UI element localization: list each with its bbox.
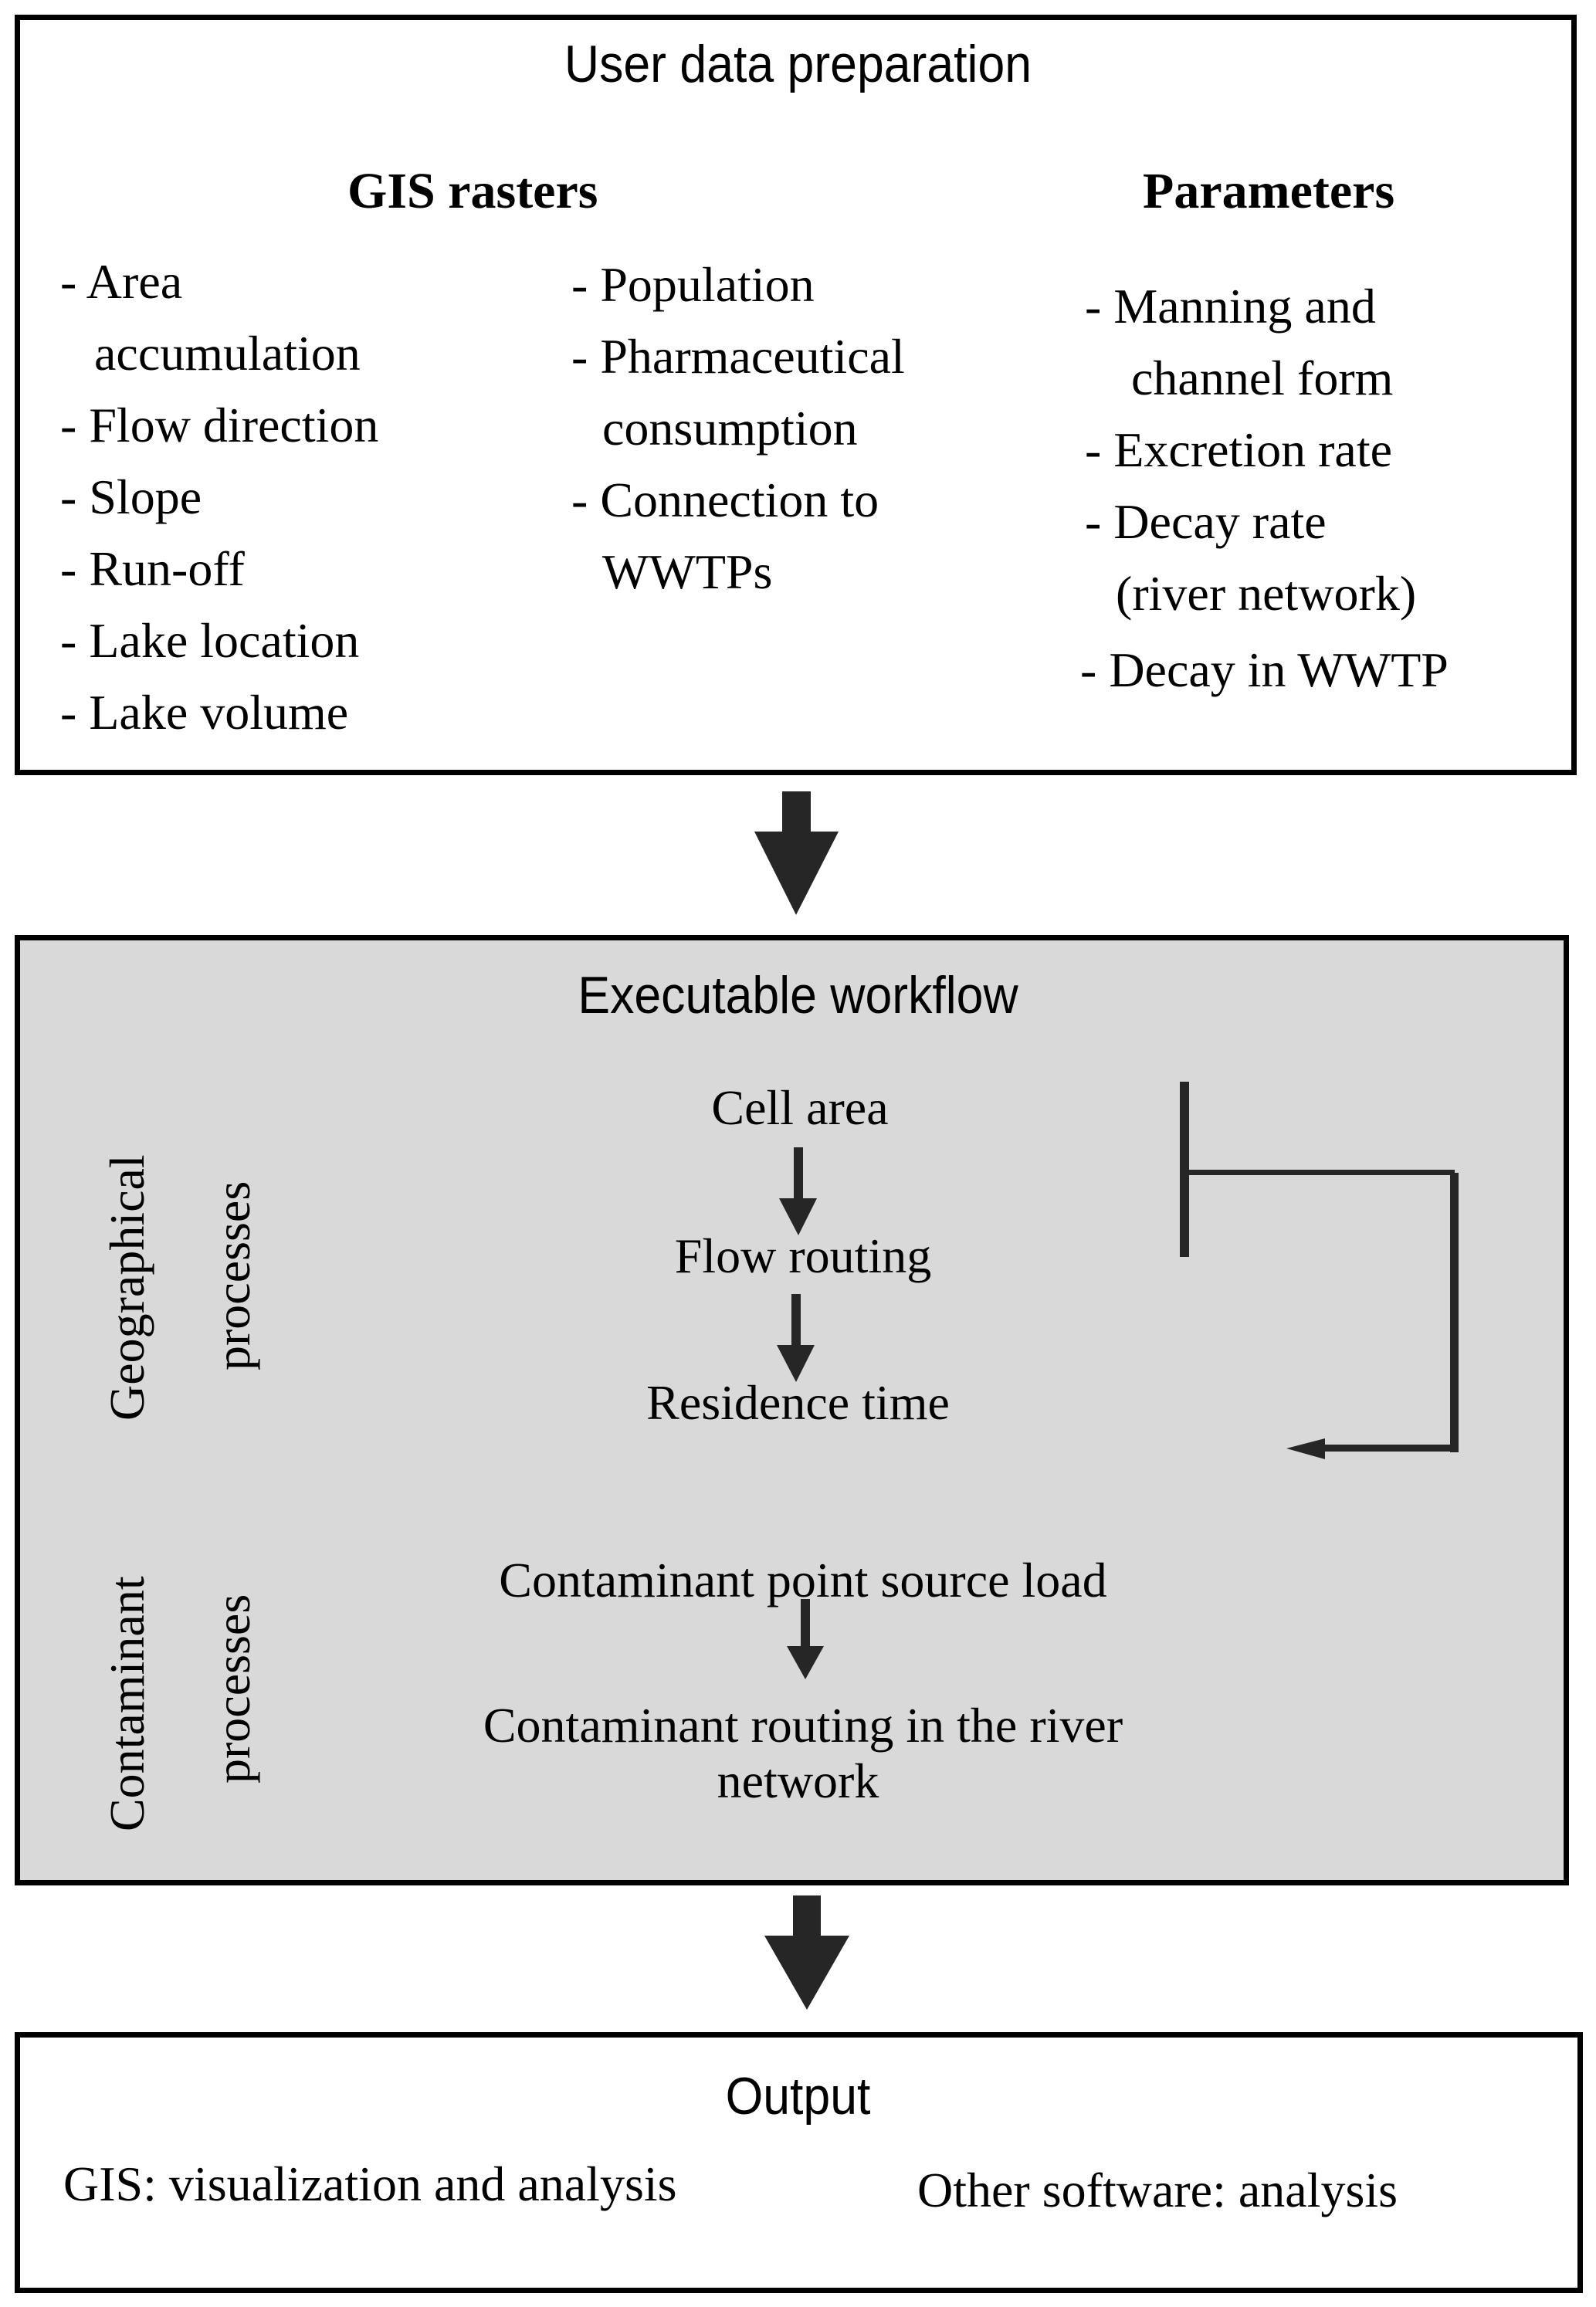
arrow-point-source-to-routing (787, 1599, 824, 1679)
arrow-flow-routing-to-residence-time (777, 1294, 815, 1382)
parameter-item: - Excretion rate (1085, 422, 1392, 477)
output-title: Output (725, 2067, 871, 2126)
step-residence-time: Residence time (646, 1375, 950, 1430)
gis-rasters-list-col1: - Area accumulation - Flow direction - S… (60, 246, 378, 748)
output-gis-item: GIS: visualization and analysis (63, 2156, 677, 2211)
parameters-list: - Manning and channel form - Excretion r… (1080, 270, 1449, 706)
arrow-input-to-workflow (754, 791, 839, 915)
parameter-item: (river network) (1116, 566, 1417, 621)
user-data-preparation-box (15, 15, 1577, 775)
gis-raster-item: - Run-off (60, 541, 245, 596)
parameter-item: - Decay in WWTP (1080, 642, 1449, 697)
gis-raster-item: - Pharmaceutical (571, 329, 905, 384)
gis-rasters-heading: GIS rasters (347, 163, 598, 219)
user-data-preparation-title: User data preparation (564, 35, 1032, 93)
step-contaminant-routing-line2: network (717, 1753, 879, 1808)
executable-workflow-box (15, 935, 1569, 1885)
gis-raster-item: - Flow direction (60, 398, 379, 452)
gis-raster-item: consumption (602, 401, 858, 456)
step-cell-area: Cell area (711, 1080, 889, 1135)
gis-raster-item: - Slope (60, 469, 202, 524)
arrow-cell-area-to-flow-routing (779, 1147, 817, 1235)
step-contaminant-routing: Contaminant routing in the river (483, 1698, 1123, 1753)
output-other-software-item: Other software: analysis (917, 2163, 1398, 2217)
gis-raster-item: - Connection to (571, 473, 879, 527)
gis-raster-item: - Lake location (60, 613, 360, 668)
parameter-item: channel form (1131, 351, 1394, 405)
step-contaminant-point-source-load: Contaminant point source load (499, 1553, 1107, 1607)
gis-raster-item: WWTPs (602, 544, 773, 599)
gis-raster-item: - Lake volume (60, 685, 349, 740)
parameters-heading: Parameters (1143, 163, 1395, 219)
arrow-workflow-to-output (764, 1895, 849, 2010)
gis-raster-item: - Area (60, 254, 183, 309)
parameter-item: - Manning and (1085, 279, 1376, 334)
gis-raster-item: accumulation (94, 326, 361, 381)
parameter-item: - Decay rate (1085, 494, 1327, 549)
executable-workflow-title: Executable workflow (578, 966, 1018, 1025)
step-flow-routing: Flow routing (674, 1228, 932, 1283)
gis-rasters-list-col2: - Population - Pharmaceutical consumptio… (571, 249, 905, 608)
geographical-to-contaminant-connector (1180, 1082, 1459, 1459)
output-box (15, 2032, 1583, 2293)
gis-raster-item: - Population (571, 257, 815, 312)
